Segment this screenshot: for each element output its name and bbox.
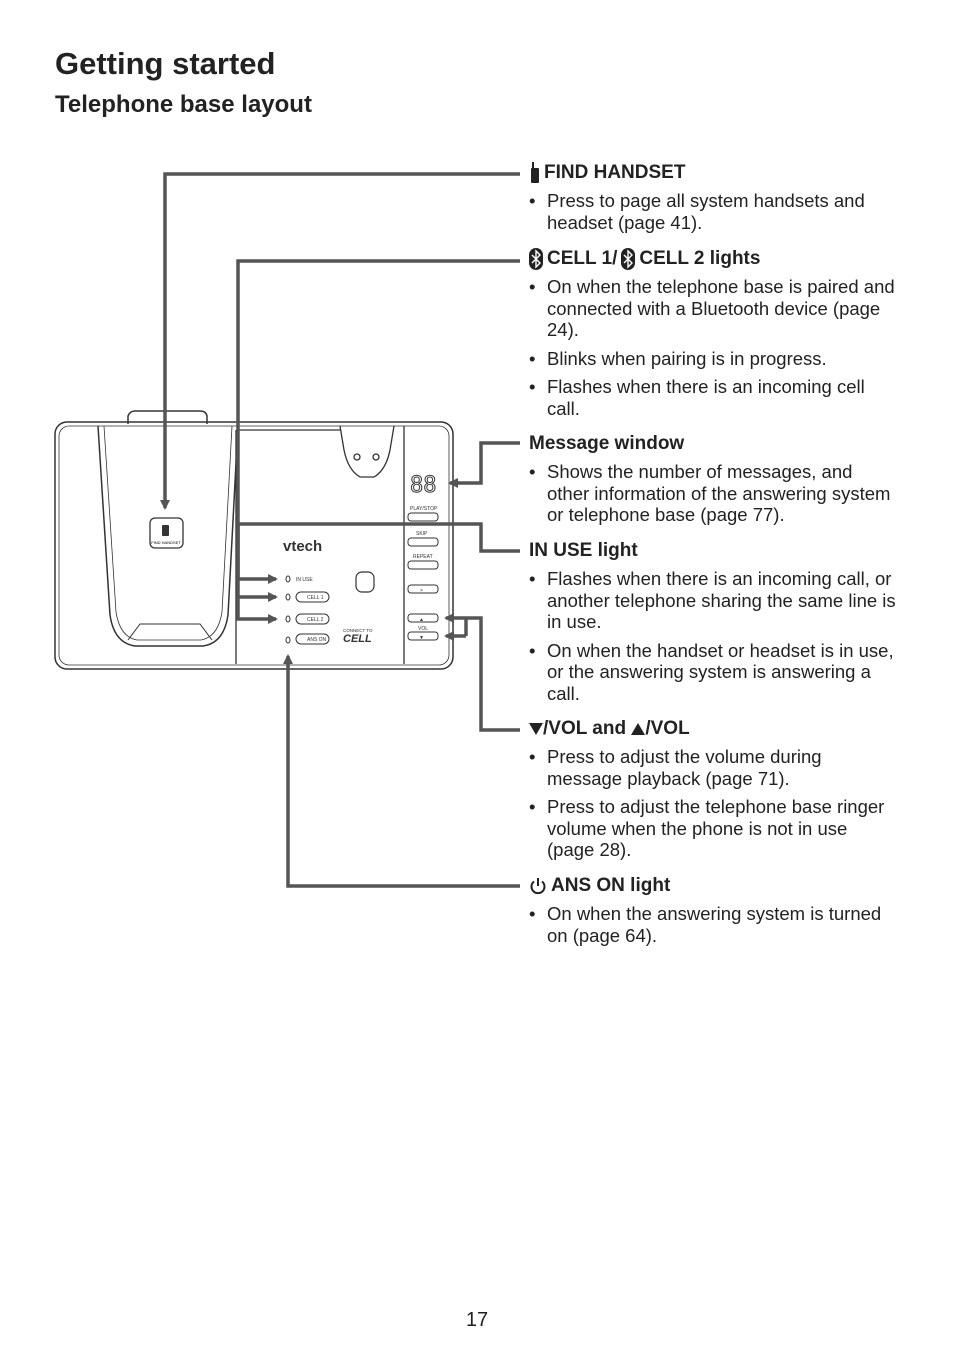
repeat-label: REPEAT (413, 554, 433, 560)
handset-icon (529, 162, 540, 184)
in-use-light (285, 575, 291, 583)
ans-on-device-label: ANS ON (307, 637, 327, 643)
list-item: Press to adjust the volume during messag… (529, 746, 899, 789)
cell1-heading: CELL 1/ (547, 248, 618, 269)
list-item: Flashes when there is an incoming cell c… (529, 376, 899, 419)
find-handset-button[interactable]: FIND HANDSET (149, 517, 184, 549)
section-message-window: Message window Shows the number of messa… (529, 433, 899, 533)
cell1-device-label: CELL 1 (307, 595, 324, 601)
in-use-heading: IN USE light (529, 540, 638, 561)
list-item: On when the answering system is turned o… (529, 903, 899, 946)
vol-down-heading: /VOL and (543, 718, 632, 739)
cell2-button[interactable] (295, 613, 330, 625)
cell2-light (285, 615, 291, 623)
cell2-device-label: CELL 2 (307, 617, 324, 623)
power-icon (529, 877, 547, 895)
repeat-button[interactable] (407, 560, 439, 570)
cell1-button[interactable] (295, 591, 330, 603)
vol-up-heading: /VOL (645, 718, 690, 739)
connect-to-label: CONNECT TO (343, 628, 373, 633)
message-window-digits: 88 (410, 473, 437, 498)
bluetooth-icon (529, 248, 543, 270)
svg-text:▲: ▲ (419, 617, 424, 623)
cell1-light (285, 593, 291, 601)
light-group: IN USE CELL 1 CELL 2 ANS ON CONNECT TO C… (285, 575, 373, 645)
svg-text:×: × (420, 588, 423, 594)
vol-up-button[interactable] (407, 613, 439, 623)
triangle-down-icon (529, 722, 543, 736)
triangle-up-icon (631, 722, 646, 736)
find-handset-heading: FIND HANDSET (544, 162, 686, 183)
list-item: On when the telephone base is paired and… (529, 276, 899, 341)
handset-cradle (97, 410, 239, 647)
list-item: Blinks when pairing is in progress. (529, 348, 899, 370)
list-item: Press to page all system handsets and he… (529, 190, 899, 233)
svg-text:▼: ▼ (419, 635, 424, 641)
vol-down-button[interactable] (407, 631, 439, 641)
list-item: Shows the number of messages, and other … (529, 461, 899, 526)
delete-button[interactable] (407, 584, 439, 594)
playstop-button[interactable] (407, 512, 439, 522)
list-item: Flashes when there is an incoming call, … (529, 568, 899, 633)
ans-on-heading: ANS ON light (551, 875, 671, 896)
section-find-handset: FIND HANDSET Press to page all system ha… (529, 162, 899, 240)
cell2-heading: CELL 2 lights (639, 248, 761, 269)
section-ans-on-light: ANS ON light On when the answering syste… (529, 875, 899, 953)
section-in-use-light: IN USE light Flashes when there is an in… (529, 540, 899, 711)
bluetooth-icon (621, 248, 636, 270)
vol-device-label: VOL (418, 626, 428, 632)
page-title: Getting started (55, 46, 276, 81)
list-item: Press to adjust the telephone base ringe… (529, 796, 899, 861)
section-vol: /VOL and /VOL Press to adjust the volume… (529, 718, 899, 868)
list-item: On when the handset or headset is in use… (529, 640, 899, 705)
base-top-panel (235, 425, 405, 664)
cell-logo: CELL (343, 633, 372, 645)
skip-button[interactable] (407, 537, 439, 547)
page-subtitle: Telephone base layout (55, 91, 312, 118)
answering-buttons: PLAY/STOP SKIP REPEAT × ▲ VOL ▼ (407, 506, 439, 641)
base-body (54, 421, 454, 670)
page-number: 17 (465, 1309, 489, 1331)
vtech-logo: vtech (283, 538, 322, 555)
ans-on-light (285, 636, 291, 644)
base-oval-button (355, 571, 375, 593)
skip-label: SKIP (416, 531, 428, 537)
telephone-base-diagram: FIND HANDSET 88 PLAY/STOP SKIP REPEAT × … (54, 172, 520, 888)
message-window-heading: Message window (529, 433, 685, 454)
section-cell-lights: CELL 1/ CELL 2 lights On when the teleph… (529, 248, 899, 426)
ans-on-button[interactable] (295, 633, 330, 645)
callout-lines (160, 172, 520, 888)
playstop-label: PLAY/STOP (410, 506, 438, 512)
in-use-device-label: IN USE (296, 577, 313, 583)
find-handset-device-label: FIND HANDSET (151, 540, 181, 545)
message-window: 88 (410, 473, 438, 499)
